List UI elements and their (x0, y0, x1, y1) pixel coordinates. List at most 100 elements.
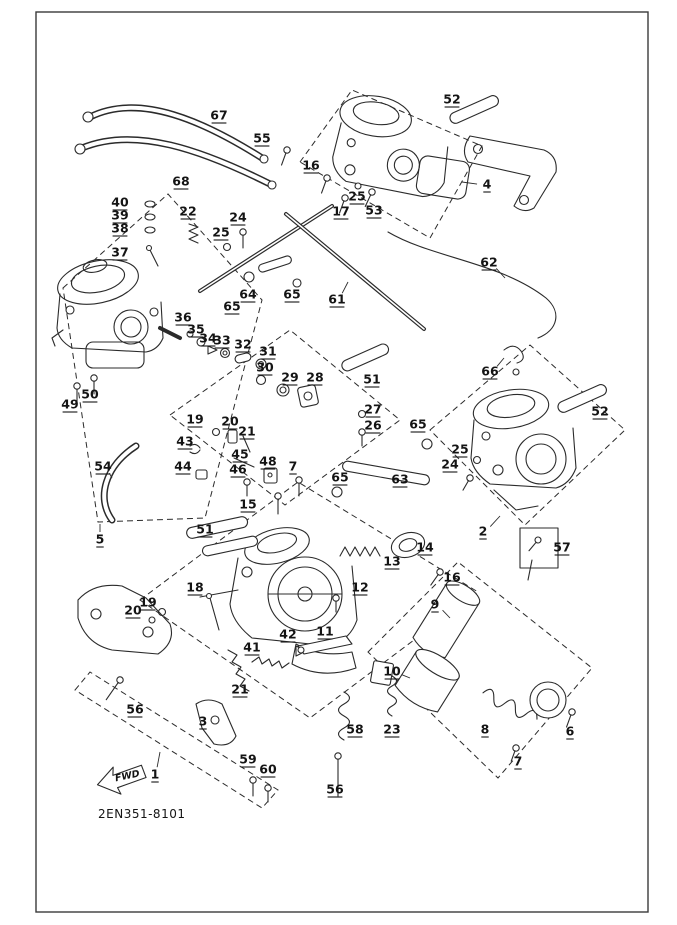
part-callout-24: 24 (229, 210, 247, 225)
part-callout-58: 58 (346, 722, 363, 737)
part-callout-3: 3 (199, 714, 208, 729)
part-callout-39: 39 (111, 208, 128, 223)
part-callout-61: 61 (328, 292, 345, 307)
part-callout-35: 35 (187, 322, 204, 337)
hoses (74, 104, 277, 524)
part-callout-17: 17 (332, 204, 349, 219)
part-callout-16: 16 (302, 158, 320, 173)
fuel-pipes (186, 95, 607, 557)
detail-box-57 (519, 527, 559, 581)
part-callout-34: 34 (199, 331, 217, 346)
part-callout-28: 28 (306, 370, 323, 385)
part-callout-44: 44 (174, 459, 192, 474)
part-callout-33: 33 (213, 333, 230, 348)
part-callout-45: 45 (231, 447, 248, 462)
part-callout-12: 12 (351, 580, 368, 595)
part-callout-20: 20 (124, 603, 142, 618)
part-callout-8: 8 (481, 722, 490, 737)
brackets-plates (77, 584, 237, 746)
part-callout-24: 24 (441, 457, 459, 472)
part-callout-56: 56 (326, 782, 344, 797)
part-callout-19: 19 (186, 412, 203, 427)
part-callout-10: 10 (383, 664, 401, 679)
part-callout-2: 2 (479, 524, 488, 539)
part-callout-51: 51 (363, 372, 380, 387)
fwd-indicator: FWD (96, 764, 147, 795)
part-callout-20: 20 (221, 414, 239, 429)
part-callout-25: 25 (348, 189, 365, 204)
part-callout-46: 46 (229, 462, 247, 477)
part-callout-60: 60 (259, 762, 277, 777)
part-callout-53: 53 (365, 203, 382, 218)
carburetor-left (51, 259, 182, 369)
throttle-link-rods (198, 204, 557, 339)
part-callout-16: 16 (443, 570, 461, 585)
part-callout-54: 54 (94, 459, 112, 474)
part-callout-41: 41 (243, 640, 260, 655)
mounting-bracket-right (463, 135, 557, 212)
part-callout-64: 64 (239, 287, 257, 302)
part-callout-48: 48 (259, 454, 276, 469)
part-callout-14: 14 (416, 540, 434, 555)
callout-leader-66 (496, 357, 505, 367)
part-callout-49: 49 (61, 397, 78, 412)
callout-leader-62 (495, 268, 506, 279)
callout-leader-1 (156, 751, 161, 768)
drawing-border (35, 11, 649, 913)
callout-leader-61 (341, 281, 349, 294)
vacuum-pistons (390, 531, 567, 719)
part-callout-6: 6 (566, 724, 575, 739)
part-callout-30: 30 (256, 360, 274, 375)
part-callout-65: 65 (331, 470, 348, 485)
screws-bolts (73, 146, 576, 803)
springs (188, 223, 538, 741)
part-callout-52: 52 (443, 92, 460, 107)
part-callout-18: 18 (186, 580, 203, 595)
part-callout-63: 63 (391, 472, 408, 487)
part-callout-9: 9 (431, 597, 440, 612)
part-callout-11: 11 (316, 624, 333, 639)
part-callout-13: 13 (383, 554, 400, 569)
part-callout-62: 62 (480, 255, 497, 270)
part-callout-7: 7 (289, 459, 298, 474)
part-callout-1: 1 (151, 767, 160, 782)
part-callout-37: 37 (111, 245, 128, 260)
carburetor-top (332, 95, 470, 200)
fwd-label: FWD (114, 768, 141, 784)
part-callout-22: 22 (179, 204, 196, 219)
part-callout-66: 66 (481, 364, 499, 379)
washers-orings (144, 182, 482, 686)
part-callout-38: 38 (111, 221, 128, 236)
part-callout-15: 15 (239, 497, 256, 512)
part-callout-65: 65 (409, 417, 426, 432)
part-callout-43: 43 (176, 434, 193, 449)
callout-leader-4 (461, 181, 478, 185)
part-callout-52: 52 (591, 404, 608, 419)
part-callout-21: 21 (231, 682, 248, 697)
part-callout-67: 67 (210, 108, 227, 123)
callout-leader-9 (442, 609, 451, 619)
part-callout-51: 51 (196, 522, 213, 537)
part-callout-31: 31 (259, 344, 276, 359)
part-callout-65: 65 (283, 287, 300, 302)
callout-leader-10 (401, 674, 411, 679)
part-callout-65: 65 (223, 299, 240, 314)
part-callout-36: 36 (174, 310, 192, 325)
part-callout-7: 7 (514, 754, 523, 769)
part-callout-23: 23 (383, 722, 400, 737)
part-callout-42: 42 (279, 627, 296, 642)
part-callout-21: 21 (238, 424, 255, 439)
part-callout-57: 57 (553, 540, 570, 555)
carburetor-right (470, 388, 577, 511)
part-callout-27: 27 (364, 402, 381, 417)
jets-needles (145, 244, 524, 657)
drawing-code: 2EN351-8101 (98, 807, 185, 821)
part-callout-26: 26 (364, 418, 382, 433)
part-callout-4: 4 (483, 177, 492, 192)
part-callout-56: 56 (126, 702, 144, 717)
callout-leader-2 (489, 515, 501, 527)
part-callout-5: 5 (96, 532, 105, 547)
